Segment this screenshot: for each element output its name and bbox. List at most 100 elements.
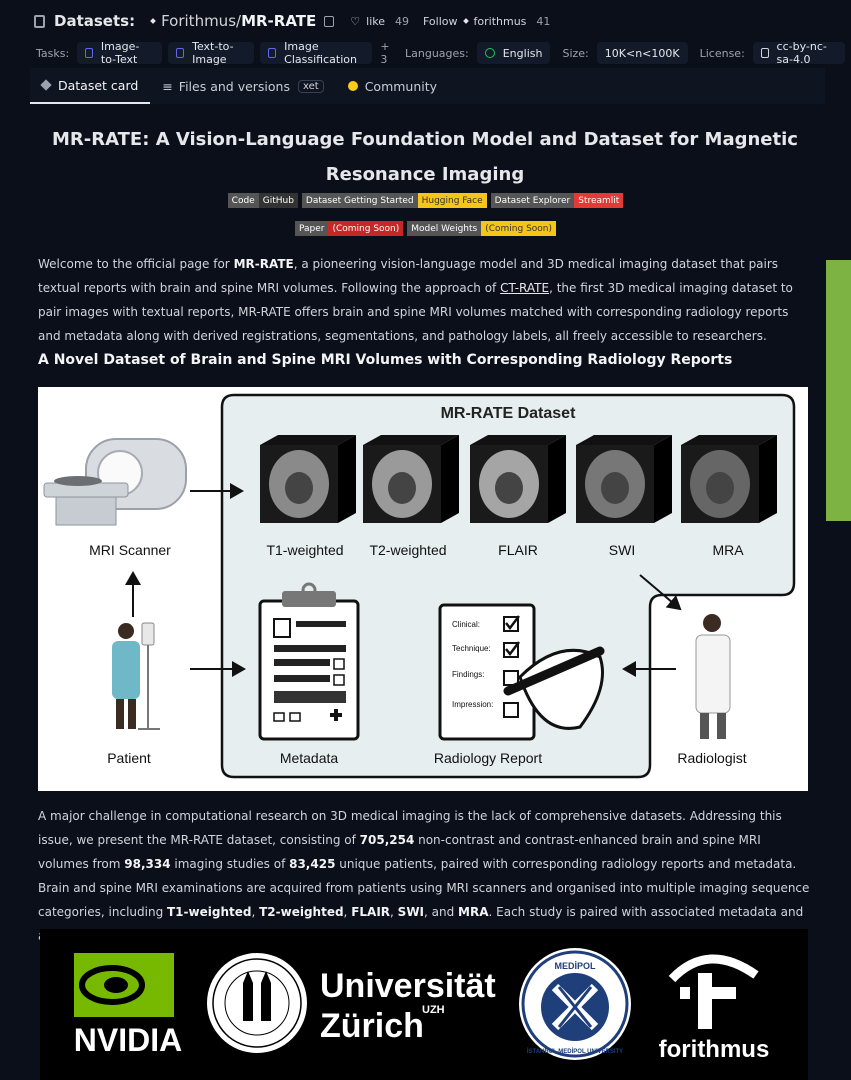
text: , [390,905,398,919]
license-label: License: [699,46,745,60]
uzh-superscript: UZH [422,1004,445,1016]
radiologist-icon [695,614,731,739]
bold-text: FLAIR [351,905,391,919]
tag-language[interactable]: English [476,42,551,64]
bold-text: T2-weighted [259,905,344,919]
report-field: Technique: [452,644,491,653]
medipol-seal-icon: MEDİPOL İSTANBUL MEDİPOL UNIVERSITY [519,948,631,1060]
nvidia-wordmark: NVIDIA [74,1022,182,1058]
tag-label: English [502,46,543,60]
page-title: MR-RATE: A Vision-Language Foundation Mo… [52,129,798,185]
follow-count: 41 [536,14,551,28]
card-icon [40,79,52,91]
org-icon [150,18,156,24]
intro-paragraph: Welcome to the official page for MR-RATE… [38,252,814,348]
dataset-overview-figure: MR-RATE Dataset T1-weighted T2-weighted … [38,387,808,791]
tag-image-to-text[interactable]: Image-to-Text [77,40,163,66]
tag-text-to-image[interactable]: Text-to-Image [168,40,255,66]
seq-label: T2-weighted [369,542,446,558]
tab-label: Community [364,78,438,94]
follow-label: Follow [423,14,458,28]
tab-dataset-card[interactable]: Dataset card [30,68,151,104]
badge-value: Hugging Face [417,193,487,208]
text: A major challenge in computational resea… [38,809,782,847]
dataset-title: MR-RATE Dataset [441,405,577,422]
tab-label: Files and versions [178,78,290,94]
bold-text: 83,425 [289,857,336,871]
scanner-label: MRI Scanner [89,542,171,558]
shield-badge[interactable]: Paper(Coming Soon) [294,221,404,236]
text: , and [424,905,459,919]
bold-text: T1-weighted [167,905,252,919]
metadata-tags: Tasks: Image-to-Text Text-to-Image Image… [0,40,851,66]
badge-label: Code [227,193,259,208]
bold-text: MR-RATE [233,257,294,271]
repo-name[interactable]: MR-RATE [241,12,317,30]
owner-link[interactable]: Forithmus [161,12,237,30]
medipol-wordmark: MEDİPOL [554,961,596,971]
community-icon [347,81,358,91]
tag-size[interactable]: 10K<n<100K [596,42,688,64]
section-label: Datasets: [54,12,136,30]
medipol-ring-text: İSTANBUL MEDİPOL UNIVERSITY [527,1048,623,1055]
text: imaging studies of [170,857,290,871]
license-icon [760,48,769,58]
repo-header: Datasets: Forithmus / MR-RATE ♡ like 49 … [0,0,851,42]
uzh-seal-icon [207,953,307,1053]
heart-icon: ♡ [350,14,361,28]
seq-label: SWI [609,542,635,558]
xet-badge: xet [298,79,324,93]
shield-badge[interactable]: Model Weights(Coming Soon) [407,221,557,236]
badge-label: Model Weights [407,221,482,236]
seq-label: T1-weighted [266,542,343,558]
text: unique patients, paired with correspondi… [38,857,810,919]
more-tasks[interactable]: + 3 [380,40,390,66]
bold-text: MRA [458,905,489,919]
copy-icon[interactable] [324,15,335,27]
badge-value: Streamlit [574,193,624,208]
like-button[interactable]: ♡ like 49 [350,15,409,28]
seq-label: FLAIR [498,542,538,558]
size-label: Size: [562,46,589,60]
clipboard-icon [258,582,360,741]
tab-label: Dataset card [58,77,139,93]
org-icon [462,18,469,24]
description-paragraph: A major challenge in computational resea… [38,804,814,948]
bold-text: SWI [397,905,425,919]
ct-rate-link[interactable]: CT-RATE [500,281,550,295]
badge-value: (Coming Soon) [328,221,404,236]
badge-label: Dataset Getting Started [301,193,418,208]
badge-label: Paper [294,221,329,236]
task-icon [85,48,93,58]
report-field: Impression: [452,700,493,709]
mri-volume-icon [681,435,777,523]
text: , [343,905,352,919]
follow-button[interactable]: Follow forithmus 41 [423,15,550,28]
patient-icon [112,622,160,730]
report-field: Findings: [452,670,484,679]
globe-icon [484,48,495,58]
task-icon [268,48,277,58]
follow-org: forithmus [473,14,527,28]
mri-volume-icon [260,435,356,523]
tab-community[interactable]: Community [336,68,449,104]
seq-label: MRA [712,542,744,558]
scroll-indicator[interactable] [826,260,851,521]
badge-value: (Coming Soon) [481,221,557,236]
report-field: Clinical: [452,620,480,629]
report-label: Radiology Report [434,750,542,766]
tag-license[interactable]: cc-by-nc-sa-4.0 [752,40,845,66]
text: , a pioneering vision-language model and… [38,257,779,295]
text: , the first 3D medical imaging dataset t… [38,281,793,343]
nvidia-logo: NVIDIA [74,953,182,1058]
forithmus-logo: forithmus [659,954,770,1063]
tag-image-classification[interactable]: Image Classification [260,40,373,66]
metadata-label: Metadata [280,750,339,766]
forithmus-wordmark: forithmus [659,1036,770,1063]
